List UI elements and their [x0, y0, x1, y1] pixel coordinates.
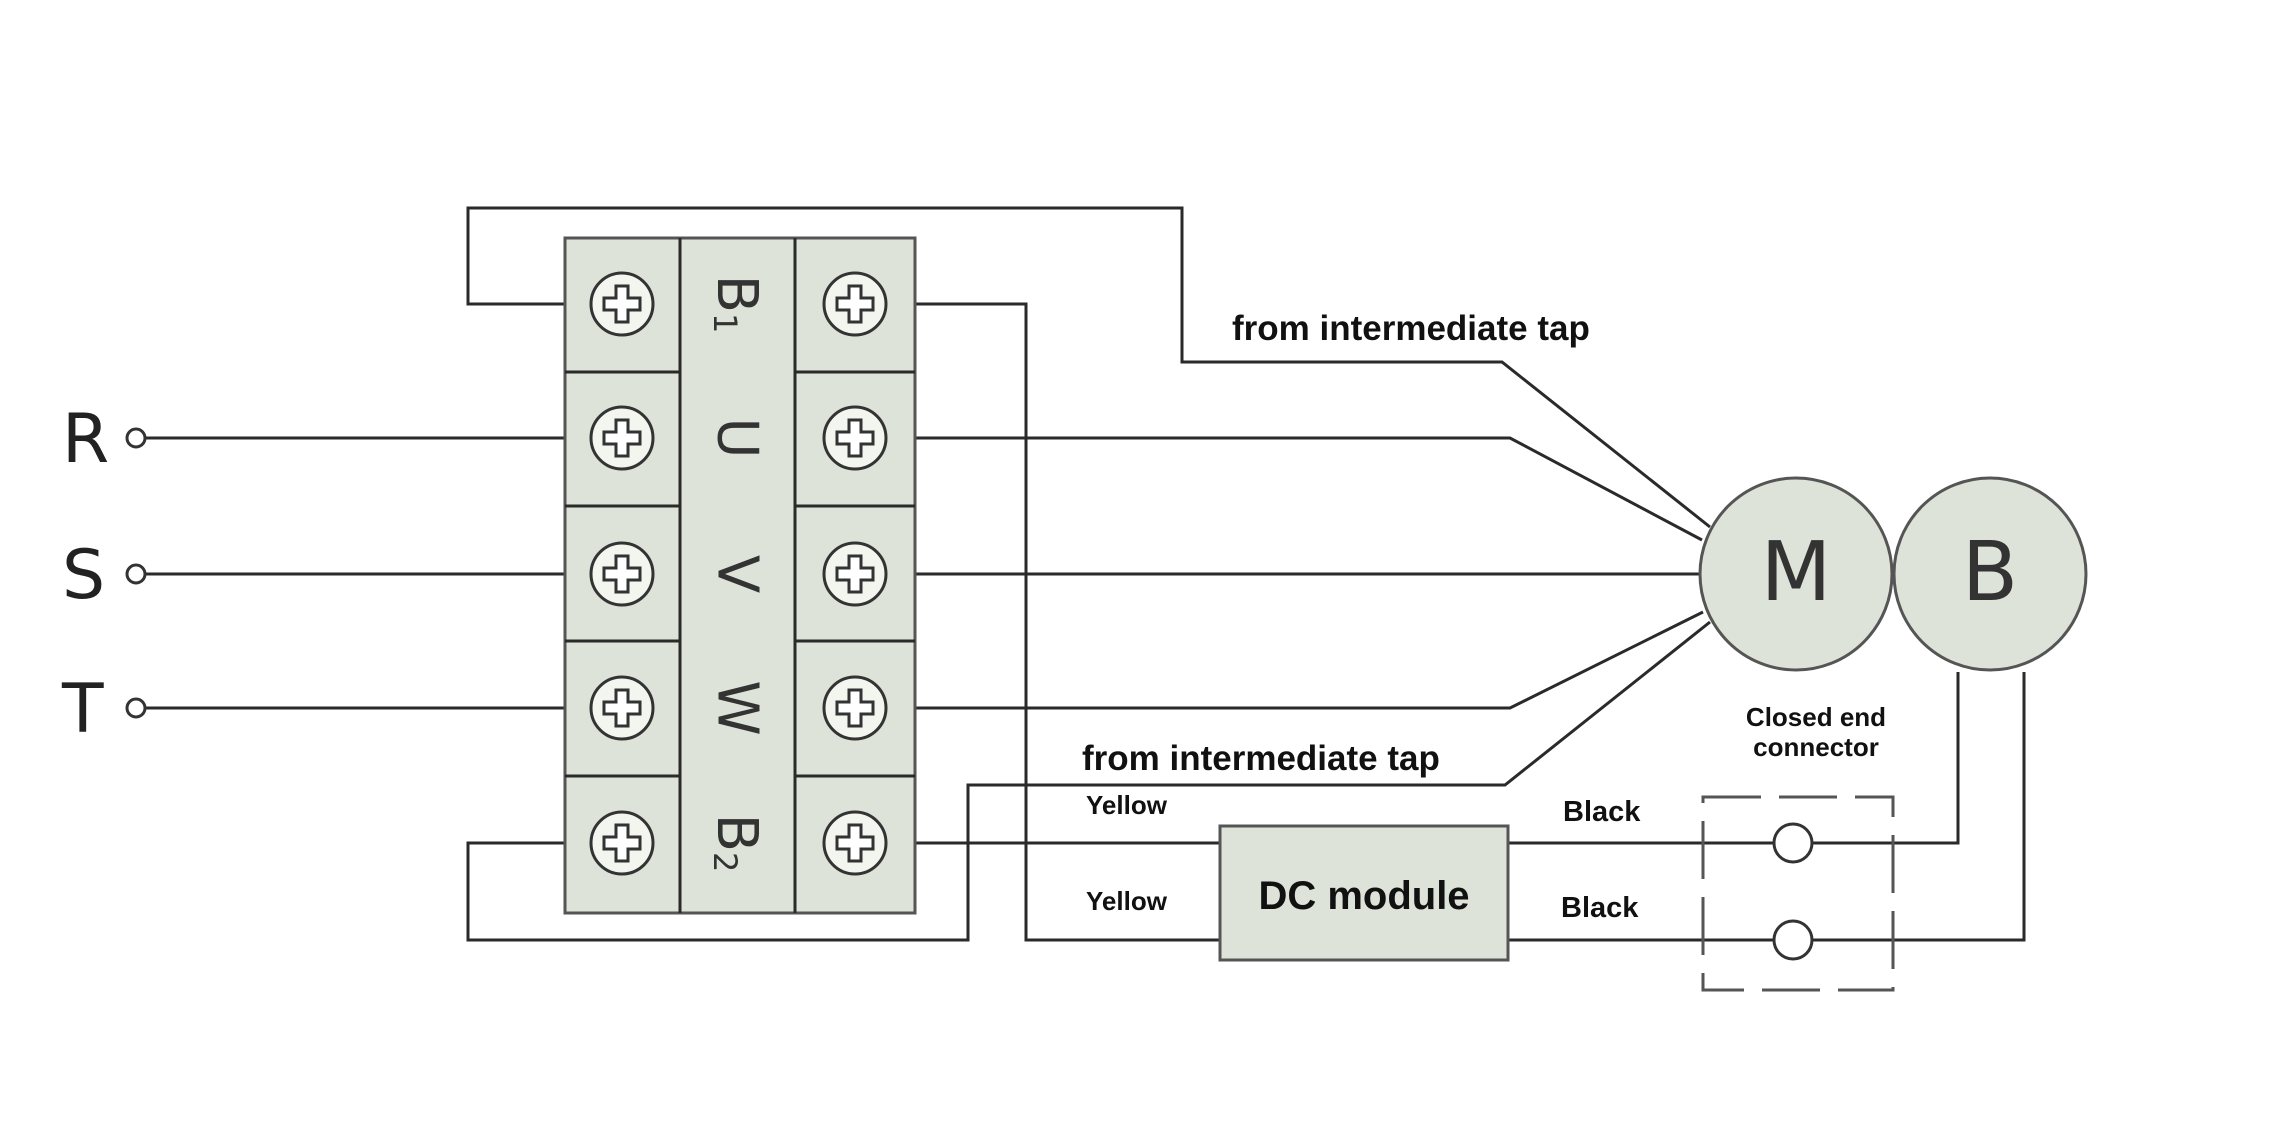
block-label-v: V — [705, 555, 770, 593]
block-label-b1: B1 — [705, 275, 770, 334]
wires — [145, 206, 2026, 942]
label-black-top: Black — [1563, 796, 1641, 828]
label-yellow-top: Yellow — [1086, 790, 1168, 820]
phase-label-s: S — [62, 536, 105, 615]
phase-terminal-t — [125, 697, 147, 719]
connector-terminal-top — [1772, 822, 1814, 864]
screw-b1-right — [822, 271, 888, 337]
wire-w-motor — [880, 610, 1704, 710]
wire-b1-right-dc — [880, 302, 1220, 942]
screw-v-left — [589, 541, 655, 607]
wire-b1-left-tap — [466, 206, 1711, 529]
connector-terminal-bottom — [1772, 919, 1814, 961]
label-yellow-bottom: Yellow — [1086, 886, 1168, 916]
wire-b2-left-tap — [466, 620, 1711, 942]
block-label-w: W — [705, 680, 770, 735]
dc-module-label: DC module — [1258, 874, 1469, 918]
motor: M — [1698, 476, 1894, 672]
wire-conn-brake-bottom — [1813, 672, 2026, 942]
block-label-u: U — [705, 418, 770, 459]
label-black-bottom: Black — [1561, 892, 1639, 924]
annotations: from intermediate tap from intermediate … — [1082, 309, 1886, 924]
terminal-block: B1 U V W B2 — [563, 236, 917, 915]
screw-w-left — [589, 675, 655, 741]
screw-b2-right — [822, 810, 888, 876]
phase-terminals: R S T — [61, 400, 147, 749]
label-connector-line1: Closed end — [1746, 702, 1886, 732]
block-label-b2: B2 — [705, 814, 770, 873]
brake: B — [1892, 476, 2088, 672]
screw-u-right — [822, 405, 888, 471]
label-connector-line2: connector — [1753, 732, 1879, 762]
dc-module: DC module — [1218, 824, 1510, 962]
screw-b1-left — [589, 271, 655, 337]
screw-u-left — [589, 405, 655, 471]
phase-label-t: T — [61, 670, 104, 749]
brake-label: B — [1962, 525, 2018, 620]
phase-terminal-r — [125, 427, 147, 449]
phase-label-r: R — [62, 400, 109, 479]
screw-w-right — [822, 675, 888, 741]
phase-terminal-s — [125, 563, 147, 585]
screw-b2-left — [589, 810, 655, 876]
wire-u-motor — [880, 436, 1703, 542]
motor-label: M — [1761, 525, 1832, 620]
screw-v-right — [822, 541, 888, 607]
label-tap-top: from intermediate tap — [1232, 309, 1590, 348]
wire-conn-brake-top — [1813, 672, 1960, 845]
closed-end-connector — [1701, 795, 1895, 992]
label-tap-bottom: from intermediate tap — [1082, 739, 1440, 778]
